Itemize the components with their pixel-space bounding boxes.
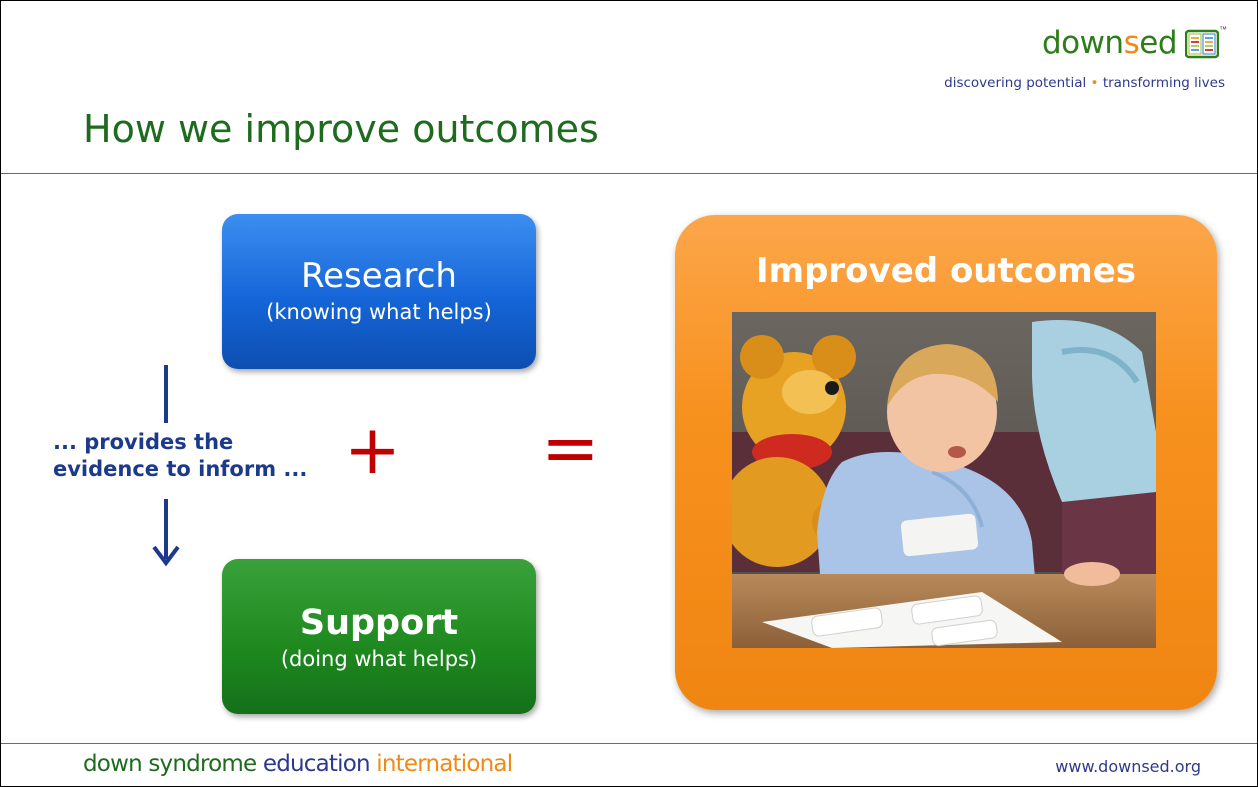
down-arrow-icon <box>152 365 180 567</box>
support-heading: Support <box>299 603 459 643</box>
connector-line-1: ... provides the <box>53 430 234 454</box>
outcome-heading: Improved outcomes <box>756 251 1136 291</box>
top-divider <box>1 173 1257 174</box>
footer-url-link[interactable]: www.downsed.org <box>1055 757 1201 776</box>
research-box: Research (knowing what helps) <box>222 214 536 369</box>
footer-brand: down syndrome education international <box>83 751 513 777</box>
downsed-logo[interactable]: downsed ™ discovering potential • transf… <box>944 25 1227 105</box>
support-subheading: (doing what helps) <box>280 647 478 671</box>
child-reading-cards-photo <box>732 312 1156 648</box>
support-box: Support (doing what helps) <box>222 559 536 714</box>
book-icon <box>1185 29 1219 59</box>
logo-wordmark: downsed <box>1041 25 1178 61</box>
equals-sign: = <box>541 407 600 489</box>
connector-line-2: evidence to inform ... <box>53 457 308 481</box>
connector-text: ... provides the evidence to inform ... <box>53 429 307 483</box>
slide-title: How we improve outcomes <box>83 107 599 151</box>
bottom-divider <box>1 743 1257 744</box>
research-subheading: (knowing what helps) <box>266 300 492 324</box>
outcome-box: Improved outcomes <box>675 215 1217 710</box>
trademark-symbol: ™ <box>1219 25 1227 34</box>
research-heading: Research <box>301 256 457 296</box>
plus-sign: + <box>344 411 401 490</box>
logo-tagline: discovering potential • transforming liv… <box>944 75 1225 91</box>
